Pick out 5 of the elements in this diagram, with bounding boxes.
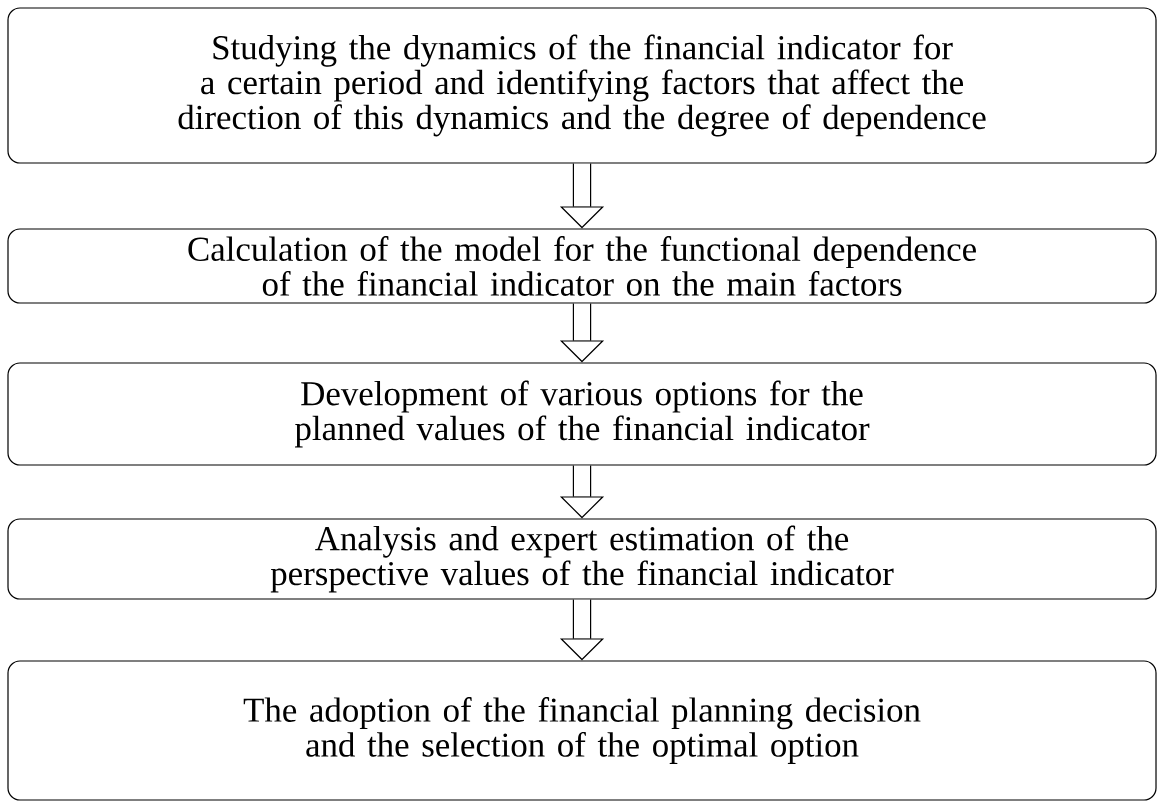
process-box: Studying the dynamics of the financial indicator for a certain period and identifying factors that affect the direction of this dynamics and the degree of dependence	[7, 7, 1157, 164]
process-box: The adoption of the financial planning decision and the selection of the optimal option	[7, 660, 1157, 801]
process-box: Calculation of the model for the functional dependence of the financial indicator on the main factors	[7, 228, 1157, 304]
process-box: Development of various options for the planned values of the financial indicator	[7, 362, 1157, 466]
process-box: Analysis and expert estimation of the perspective values of the financial indicator	[7, 518, 1157, 600]
